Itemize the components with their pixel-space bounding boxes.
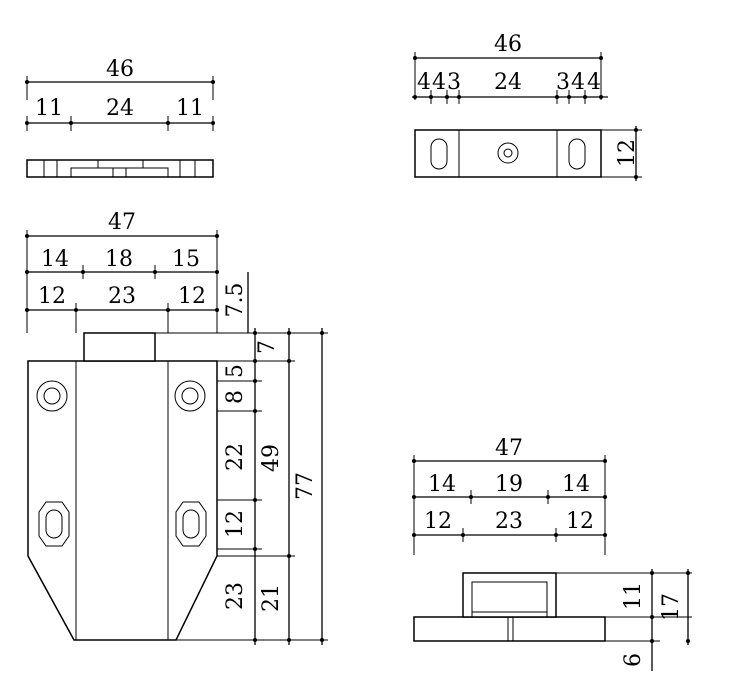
dim-chain-5: 12 — [223, 510, 248, 538]
dim-row1-right: 15 — [172, 247, 200, 272]
dim-row1-right: 14 — [562, 472, 590, 497]
dim-seg-2: 4 — [432, 70, 446, 95]
dim-segment-center: 24 — [106, 96, 134, 121]
main-view: 47 14 18 15 12 23 12 7.5 — [25, 210, 328, 645]
dim-height: 12 — [615, 139, 640, 167]
dim-chain-2: 5 — [223, 364, 248, 378]
dim-row2-center: 23 — [108, 284, 136, 309]
dim-chain-6: 23 — [223, 582, 248, 610]
dim-overall-width: 47 — [495, 436, 523, 461]
top-left-view: 46 11 24 11 — [25, 57, 215, 178]
dim-chain-1: 7 — [255, 340, 280, 354]
plate-body — [414, 129, 602, 178]
dim-height-11: 11 — [621, 582, 646, 610]
dim-row1-center: 19 — [495, 472, 523, 497]
side-base — [413, 616, 606, 642]
dim-mid-49: 49 — [259, 444, 284, 472]
dim-chain-4: 22 — [223, 443, 248, 471]
dim-segment-right: 11 — [176, 96, 204, 121]
center-hole-outer — [497, 142, 519, 164]
dim-seg-3: 3 — [447, 70, 461, 95]
dim-row1-left: 14 — [428, 472, 456, 497]
dim-row1-left: 14 — [41, 247, 69, 272]
dim-segment-left: 11 — [35, 96, 63, 121]
dim-mid-21: 21 — [259, 584, 284, 612]
dim-offset-top: 7.5 — [223, 283, 248, 318]
dim-row2-center: 23 — [495, 509, 523, 534]
mounting-hole-right-outer — [174, 380, 206, 412]
dim-row2-right: 12 — [178, 284, 206, 309]
mounting-hole-right-inner — [181, 387, 199, 405]
plunger — [83, 332, 156, 362]
slot-hole-left — [430, 138, 448, 170]
slot-hole-right — [568, 138, 586, 170]
top-right-view: 46 4 4 3 24 3 4 4 12 — [412, 32, 642, 181]
slot-right-outer — [175, 501, 207, 547]
slot-left-outer — [38, 501, 70, 547]
slot-right-inner — [182, 509, 200, 539]
dim-overall-width: 46 — [106, 57, 134, 82]
dim-seg-7: 4 — [587, 70, 601, 95]
side-view: 47 14 19 14 12 23 12 11 6 17 — [412, 436, 692, 671]
dim-height-17: 17 — [659, 593, 684, 621]
dim-overall-width: 47 — [108, 210, 136, 235]
dim-seg-4: 24 — [494, 70, 522, 95]
dim-row2-right: 12 — [566, 509, 594, 534]
dim-row2-left: 12 — [424, 509, 452, 534]
dim-overall-width: 46 — [494, 32, 522, 57]
slot-left-inner — [45, 509, 63, 539]
side-plunger-housing — [462, 572, 557, 618]
dim-height-6: 6 — [621, 653, 646, 667]
dim-seg-1: 4 — [417, 70, 431, 95]
dim-row2-left: 12 — [38, 284, 66, 309]
dim-chain-3: 8 — [223, 390, 248, 404]
mounting-hole-left-inner — [43, 387, 61, 405]
dim-row1-center: 18 — [105, 247, 133, 272]
mounting-hole-left-outer — [36, 380, 68, 412]
dim-seg-5: 3 — [556, 70, 570, 95]
dim-seg-6: 4 — [571, 70, 585, 95]
center-hole-inner — [503, 148, 513, 158]
dim-total-height: 77 — [293, 472, 318, 500]
